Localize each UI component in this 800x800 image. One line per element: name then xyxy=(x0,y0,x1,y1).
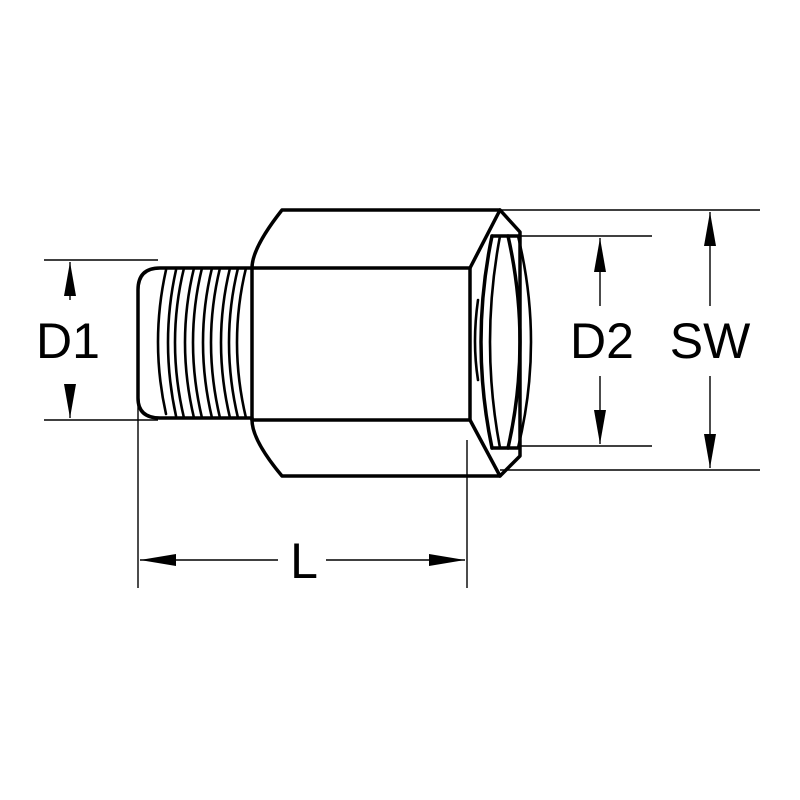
dimension-d2: D2 xyxy=(518,235,652,447)
sw-label: SW xyxy=(670,313,751,369)
sw-arrow-bottom xyxy=(704,434,716,468)
dimension-l: L xyxy=(137,404,468,589)
sw-arrow-top xyxy=(704,212,716,246)
l-arrow-left xyxy=(140,554,176,566)
male-thread xyxy=(136,266,254,420)
d2-label: D2 xyxy=(570,313,634,369)
d1-label: D1 xyxy=(36,313,100,369)
dimension-sw: SW xyxy=(500,209,760,471)
d1-arrow-bottom xyxy=(64,384,76,418)
l-arrow-right xyxy=(429,554,465,566)
l-label: L xyxy=(290,533,318,589)
hex-body xyxy=(250,208,522,478)
d2-arrow-bottom xyxy=(594,410,606,444)
dimension-d1: D1 xyxy=(36,259,158,421)
female-thread xyxy=(473,234,533,450)
d2-arrow-top xyxy=(594,238,606,272)
d1-arrow-top xyxy=(64,262,76,296)
